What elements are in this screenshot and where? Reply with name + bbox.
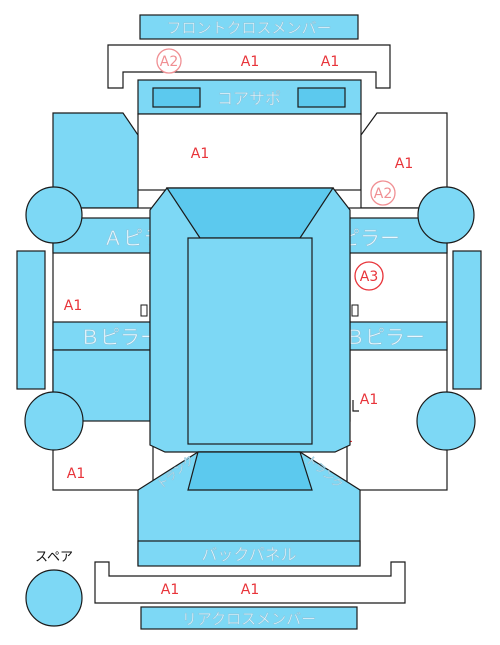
lf-a1-mark: A1 xyxy=(64,298,82,314)
right-rear-wheel[interactable] xyxy=(416,391,476,451)
front-cross-member[interactable] xyxy=(139,14,359,40)
rear-bumper-frame[interactable] xyxy=(94,561,406,604)
left-rocker-panel[interactable] xyxy=(16,250,46,390)
front-a2-mark: A2 xyxy=(160,54,178,70)
right-rear-door-handle xyxy=(352,400,359,412)
back-panel-label: バックパネル xyxy=(201,545,296,564)
lr-a1-mark: A1 xyxy=(67,466,85,482)
front-a1-right-mark: A1 xyxy=(321,54,339,70)
front-a2-circle xyxy=(156,48,182,74)
rr-a1-upper-mark: A1 xyxy=(360,392,378,408)
rf-a2-mark: A2 xyxy=(374,186,392,202)
rear-a1-left-mark: A1 xyxy=(161,582,179,598)
core-support-label: コアサポ xyxy=(217,89,281,108)
rear-cross-member-label: リアクロスメンバー xyxy=(182,610,316,628)
rdoor-a3-circle xyxy=(354,261,384,291)
hood[interactable] xyxy=(137,113,362,191)
back-panel[interactable] xyxy=(137,540,361,567)
roof-panel xyxy=(187,237,313,445)
right-rocker-panel[interactable] xyxy=(452,250,482,390)
spare-label: スペア xyxy=(35,550,73,565)
front-cross-member-label: フロントクロスメンバー xyxy=(166,19,331,37)
left-b-pillar-label: Ｂピラー xyxy=(80,325,160,349)
front-a1-mid-mark: A1 xyxy=(241,54,259,70)
rear-a1-right-mark: A1 xyxy=(241,582,259,598)
rdoor-a3-mark: A3 xyxy=(360,269,378,285)
left-front-door-handle xyxy=(140,304,148,317)
hood-a1-mark: A1 xyxy=(191,146,209,162)
headlight-left xyxy=(152,87,201,108)
right-front-door-handle xyxy=(351,304,359,317)
rear-window xyxy=(187,451,313,491)
rf-a1-mark: A1 xyxy=(395,156,413,172)
spare-tire[interactable] xyxy=(25,569,83,627)
right-b-pillar-label: Ｂピラー xyxy=(345,325,425,349)
left-front-wheel[interactable] xyxy=(25,186,83,244)
front-bumper-frame[interactable] xyxy=(107,44,391,89)
rear-cross-member[interactable] xyxy=(140,606,358,630)
right-front-wheel[interactable] xyxy=(417,186,475,244)
rf-a2-circle xyxy=(370,180,396,206)
headlight-right xyxy=(297,87,346,108)
left-rear-wheel[interactable] xyxy=(24,391,84,451)
